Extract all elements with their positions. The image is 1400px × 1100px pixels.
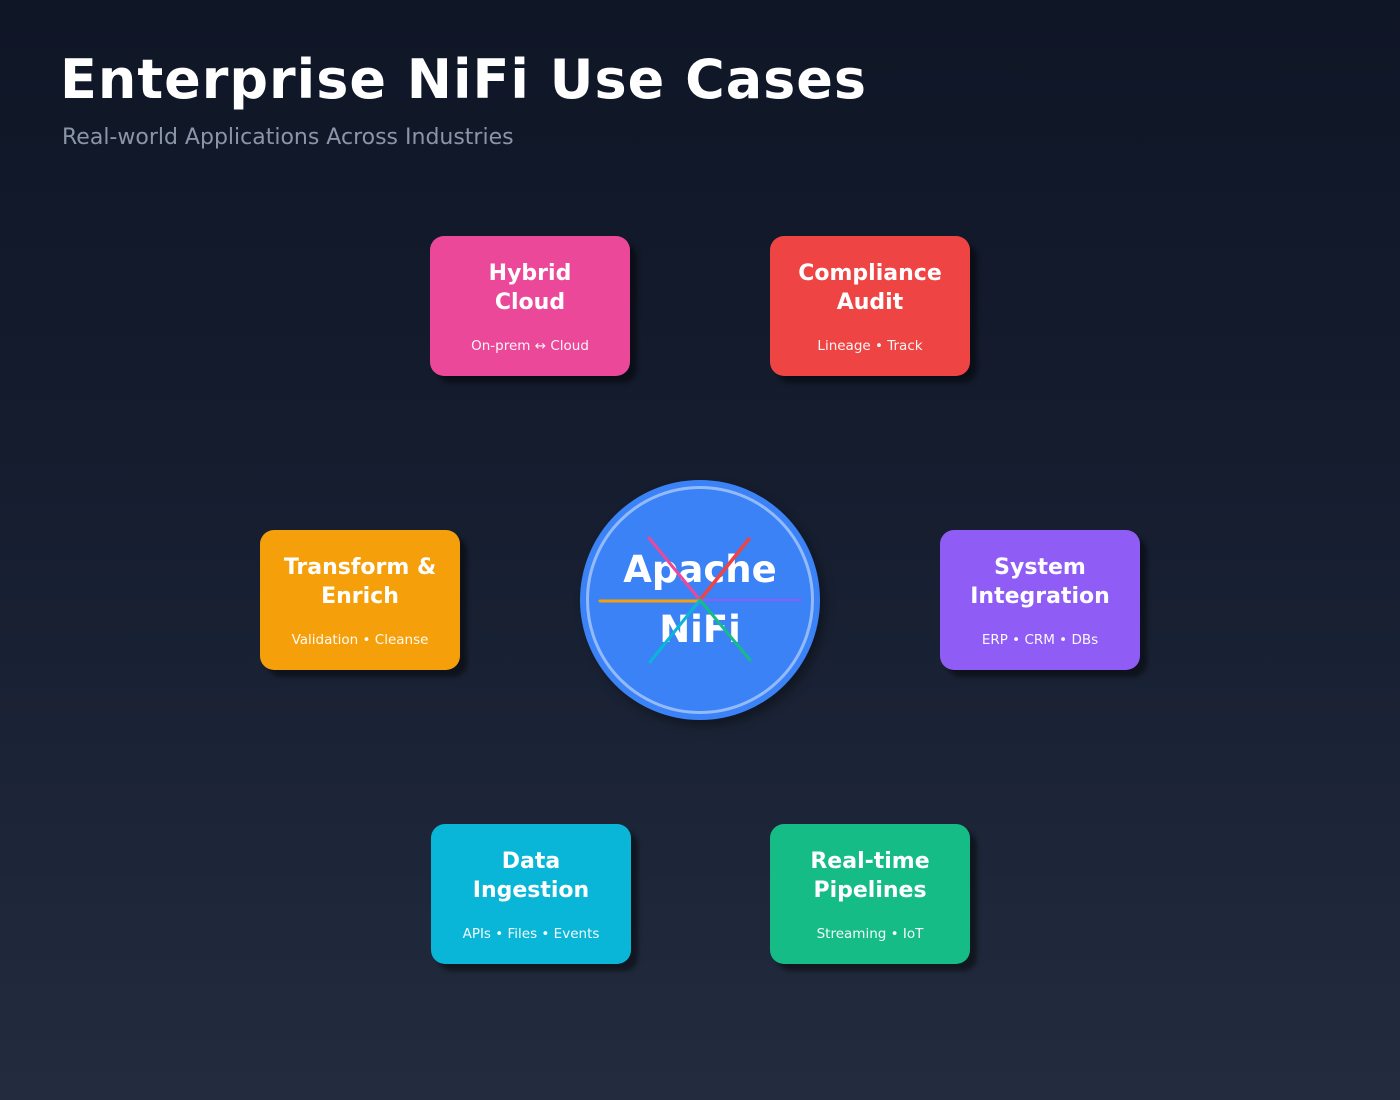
card-title-line1: Hybrid xyxy=(488,260,572,286)
card-subtitle: ERP • CRM • DBs xyxy=(981,631,1099,648)
card-title-line2: Cloud xyxy=(494,289,566,315)
card-subtitle: On-prem ↔ Cloud xyxy=(471,337,589,354)
card-data-ingestion: Data Ingestion APIs • Files • Events xyxy=(431,824,631,964)
card-title-line1: Data xyxy=(501,848,561,874)
card-transform-enrich: Transform & Enrich Validation • Cleanse xyxy=(260,530,460,670)
card-title: Data Ingestion xyxy=(473,847,589,905)
card-subtitle: Validation • Cleanse xyxy=(291,631,429,648)
card-title-line2: Audit xyxy=(836,289,904,315)
page-subtitle: Real-world Applications Across Industrie… xyxy=(62,125,514,150)
card-title-line1: Compliance xyxy=(798,260,942,286)
card-compliance-audit: Compliance Audit Lineage • Track xyxy=(770,236,970,376)
card-title: Hybrid Cloud xyxy=(489,259,572,317)
header: Enterprise NiFi Use Cases Real-world App… xyxy=(60,48,867,150)
card-subtitle: APIs • Files • Events xyxy=(462,925,600,942)
card-title: Compliance Audit xyxy=(798,259,941,317)
card-subtitle: Lineage • Track xyxy=(817,337,923,354)
card-system-integration: System Integration ERP • CRM • DBs xyxy=(940,530,1140,670)
apache-nifi-hub: Apache NiFi xyxy=(580,480,820,720)
card-hybrid-cloud: Hybrid Cloud On-prem ↔ Cloud xyxy=(430,236,630,376)
card-title-line1: System xyxy=(994,554,1086,580)
hub-label-line2: NiFi xyxy=(659,608,741,651)
hub-label-line1: Apache xyxy=(623,548,777,591)
card-title-line1: Transform & xyxy=(283,554,437,580)
card-title-line2: Ingestion xyxy=(472,877,590,903)
card-subtitle: Streaming • IoT xyxy=(816,925,924,942)
card-title: Transform & Enrich xyxy=(284,553,436,611)
page-title: Enterprise NiFi Use Cases xyxy=(60,48,868,111)
card-title-line2: Enrich xyxy=(321,583,399,609)
card-title: System Integration xyxy=(970,553,1110,611)
card-realtime-pipelines: Real-time Pipelines Streaming • IoT xyxy=(770,824,970,964)
card-title-line2: Integration xyxy=(970,583,1110,609)
card-title-line2: Pipelines xyxy=(813,877,927,903)
card-title-line1: Real-time xyxy=(810,848,930,874)
card-title: Real-time Pipelines xyxy=(810,847,929,905)
